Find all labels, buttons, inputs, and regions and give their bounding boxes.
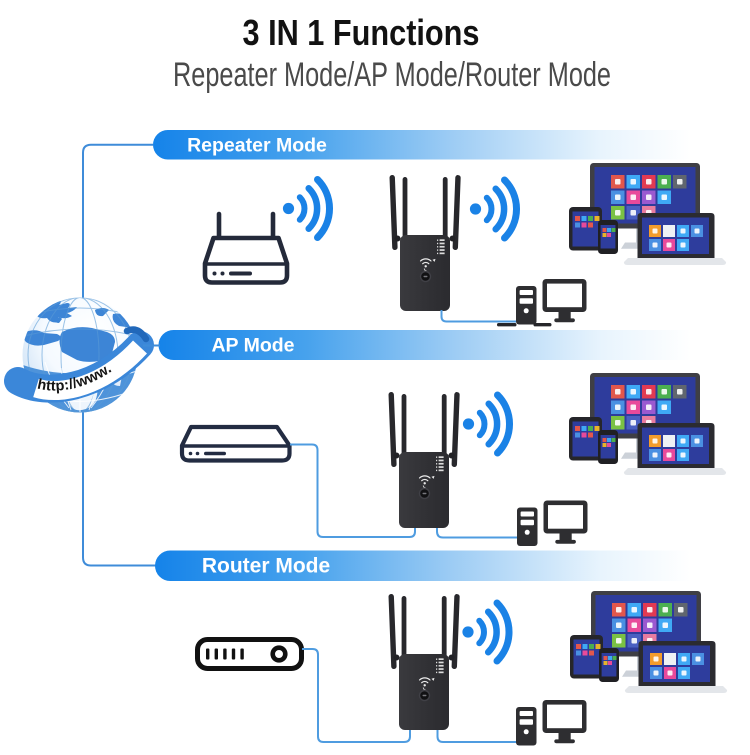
svg-text:AP Mode: AP Mode	[211, 335, 294, 357]
svg-text:Router Mode: Router Mode	[202, 555, 330, 578]
svg-text:Repeater Mode: Repeater Mode	[187, 135, 327, 157]
svg-text:Repeater Mode/AP Mode/Router M: Repeater Mode/AP Mode/Router Mode	[173, 56, 611, 94]
svg-text:3 IN 1 Functions: 3 IN 1 Functions	[243, 12, 480, 53]
